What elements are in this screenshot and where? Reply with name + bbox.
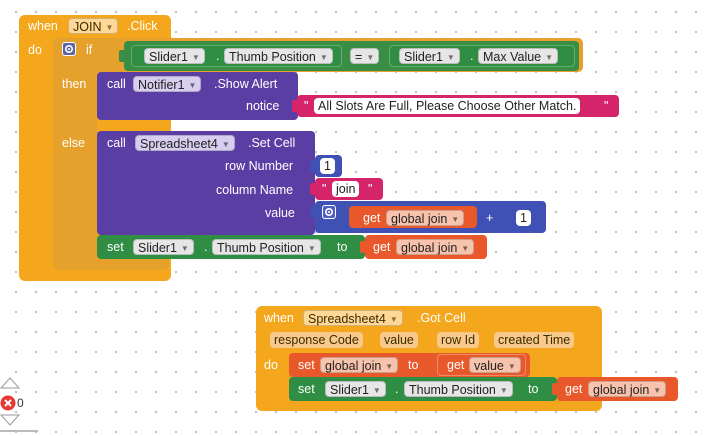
text-connector: [292, 100, 298, 112]
getter-component-dropdown[interactable]: Slider1▼: [144, 48, 205, 64]
quote-open-2: ": [322, 182, 327, 196]
param-created-time[interactable]: created Time: [494, 332, 575, 348]
chevron-down-icon: ▼: [461, 244, 470, 253]
workspace-divider: [0, 430, 38, 432]
column-name-param-label: column Name: [216, 183, 294, 197]
chevron-down-icon: ▼: [180, 244, 189, 253]
chevron-down-icon: ▼: [188, 81, 197, 90]
call-label-2: call: [107, 136, 126, 150]
show-alert-method-label: .Show Alert: [214, 77, 278, 91]
set-cell-method-label: .Set Cell: [248, 136, 296, 150]
get-label-3: get: [447, 358, 465, 372]
compare-connector: [119, 50, 125, 62]
chevron-down-icon: ▼: [545, 53, 554, 62]
set-label-3: set: [298, 382, 315, 396]
param-value[interactable]: value: [380, 332, 418, 348]
add-number-field[interactable]: 1: [516, 210, 531, 226]
when-label: when: [28, 19, 58, 33]
mutator-gear-icon[interactable]: [62, 42, 76, 56]
chevron-down-icon: ▼: [507, 362, 516, 371]
row-number-param-label: row Number: [225, 159, 294, 173]
get-label: get: [363, 211, 381, 225]
chevron-down-icon: ▼: [191, 53, 200, 62]
addition-connector: [310, 206, 316, 218]
if-left-rail: [53, 38, 97, 268]
spreadsheet-component-dropdown[interactable]: Spreadsheet4▼: [135, 135, 235, 151]
notice-param-label: notice: [246, 99, 280, 113]
getter-property-dropdown-2[interactable]: Max Value▼: [478, 48, 559, 64]
get-value-dropdown[interactable]: value▼: [469, 357, 521, 373]
get-variable-dropdown-3[interactable]: global join▼: [588, 381, 667, 397]
alert-text-field[interactable]: All Slots Are Full, Please Choose Other …: [314, 98, 581, 114]
plus-operator: +: [486, 211, 494, 225]
getter-property-dropdown[interactable]: Thumb Position▼: [224, 48, 333, 64]
when-label-2: when: [264, 311, 294, 325]
set-label: set: [107, 240, 124, 254]
to-label: to: [337, 240, 348, 254]
chevron-down-icon: ▼: [319, 53, 328, 62]
get-connector: [360, 241, 366, 253]
chevron-down-icon: ▼: [653, 386, 662, 395]
setter-component-dropdown[interactable]: Slider1▼: [133, 239, 194, 255]
if-label: if: [86, 43, 93, 57]
setter-property-dropdown-2[interactable]: Thumb Position▼: [404, 381, 513, 397]
do-label-2: do: [264, 358, 278, 372]
to-label-2: to: [408, 358, 419, 372]
chevron-down-icon: ▼: [389, 315, 398, 324]
to-label-3: to: [528, 382, 539, 396]
chevron-down-icon: ▼: [366, 53, 375, 62]
row-number-field[interactable]: 1: [320, 158, 335, 174]
chevron-down-icon: ▼: [105, 23, 114, 32]
do-label: do: [28, 43, 42, 57]
chevron-down-icon: ▼: [446, 53, 455, 62]
setter-property-dropdown[interactable]: Thumb Position▼: [212, 239, 321, 255]
setter-dot: .: [204, 240, 208, 254]
getter-dot: .: [216, 49, 220, 63]
number-connector: [310, 160, 316, 172]
set-variable-dropdown[interactable]: global join▼: [320, 357, 399, 373]
setter-dot-2: .: [395, 382, 399, 396]
error-count: 0: [17, 396, 24, 410]
call-label: call: [107, 77, 126, 91]
chevron-down-icon: ▼: [499, 386, 508, 395]
chevron-down-icon: ▼: [372, 386, 381, 395]
quote-close-2: ": [368, 182, 373, 196]
getter-component-dropdown-2[interactable]: Slider1▼: [399, 48, 460, 64]
param-response-code[interactable]: response Code: [270, 332, 363, 348]
chevron-down-icon: ▼: [451, 215, 460, 224]
get-connector-2: [552, 383, 558, 395]
next-error-arrow-icon[interactable]: [0, 414, 20, 426]
chevron-down-icon: ▼: [385, 362, 394, 371]
got-cell-component-dropdown[interactable]: Spreadsheet4▼: [303, 310, 403, 326]
get-variable-dropdown-2[interactable]: global join▼: [396, 239, 475, 255]
addition-gear-icon[interactable]: [322, 205, 336, 219]
join-component-dropdown[interactable]: JOIN▼: [68, 18, 119, 34]
chevron-down-icon: ▼: [307, 244, 316, 253]
compare-operator-dropdown[interactable]: =▼: [350, 48, 380, 64]
quote-close: ": [604, 99, 609, 113]
got-cell-event-label: .Got Cell: [417, 311, 466, 325]
value-param-label: value: [265, 206, 295, 220]
get-label-2: get: [373, 240, 391, 254]
click-event-label: .Click: [127, 19, 158, 33]
column-name-field[interactable]: join: [332, 181, 360, 197]
set-label-2: set: [298, 358, 315, 372]
param-row-id[interactable]: row Id: [437, 332, 480, 348]
text-connector-2: [310, 183, 316, 195]
chevron-down-icon: ▼: [221, 140, 230, 149]
error-icon: [0, 395, 16, 411]
notifier-component-dropdown[interactable]: Notifier1▼: [133, 76, 202, 92]
setter-component-dropdown-2[interactable]: Slider1▼: [325, 381, 386, 397]
getter-dot-2: .: [470, 49, 474, 63]
warning-navigation: 0: [0, 374, 40, 436]
previous-error-arrow-icon[interactable]: [0, 377, 20, 389]
get-variable-dropdown[interactable]: global join▼: [386, 210, 465, 226]
then-label: then: [62, 77, 87, 91]
if-bottom-rail: [53, 258, 169, 270]
else-label: else: [62, 136, 85, 150]
get-label-4: get: [565, 382, 583, 396]
quote-open: ": [304, 99, 309, 113]
